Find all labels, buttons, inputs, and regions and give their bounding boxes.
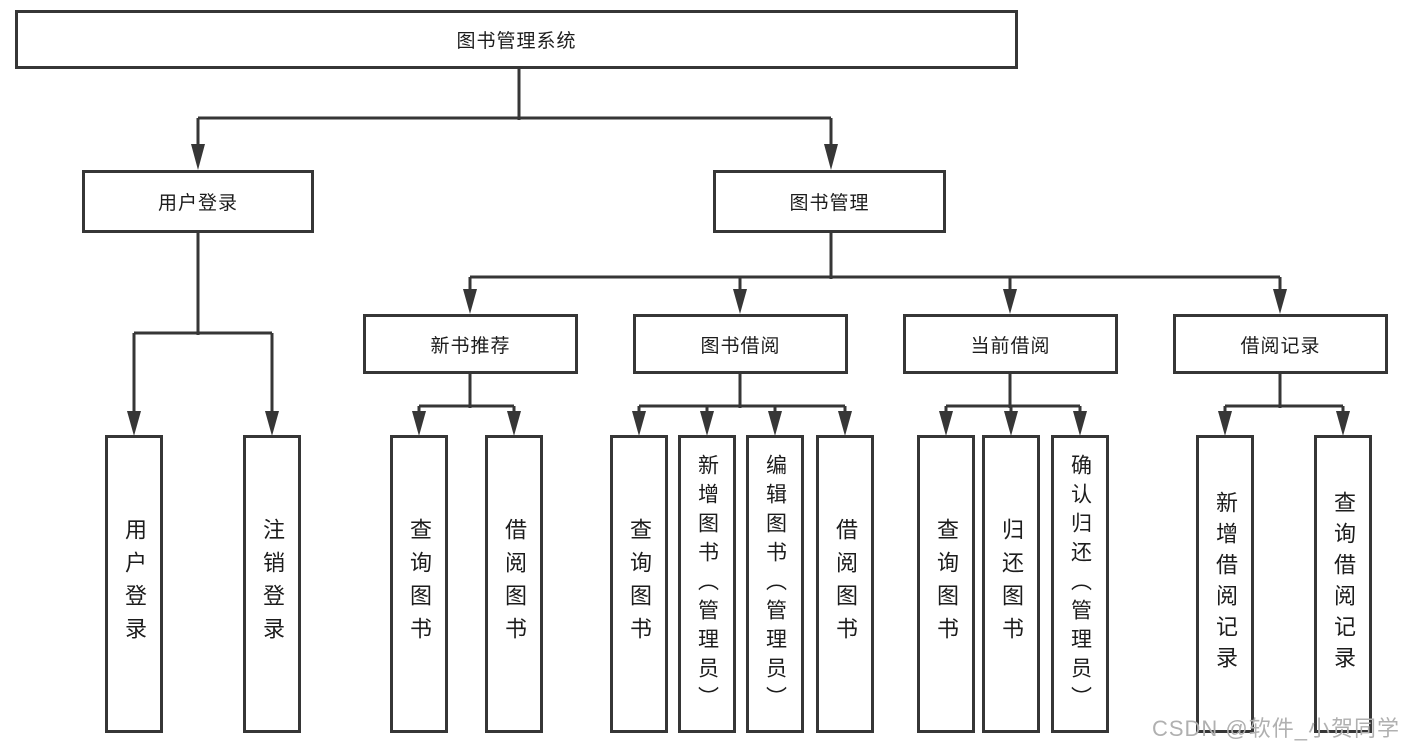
node-user-login: 用户登录 [82, 170, 314, 233]
leaf-add-books-admin: 新增图书（管理员） [678, 435, 736, 733]
leaf-borrowing-query-books: 查询图书 [610, 435, 668, 733]
node-borrowing-records: 借阅记录 [1173, 314, 1388, 374]
leaf-query-borrow-record: 查询借阅记录 [1314, 435, 1372, 733]
leaf-recommend-borrow-books: 借阅图书 [485, 435, 543, 733]
arrowhead-icons [127, 144, 1350, 436]
node-new-book-recommendation: 新书推荐 [363, 314, 578, 374]
leaf-current-query-books: 查询图书 [917, 435, 975, 733]
node-book-borrowing: 图书借阅 [633, 314, 848, 374]
node-root-system: 图书管理系统 [15, 10, 1018, 69]
node-current-borrowing: 当前借阅 [903, 314, 1118, 374]
node-book-management: 图书管理 [713, 170, 946, 233]
leaf-user-login: 用户登录 [105, 435, 163, 733]
leaf-return-books: 归还图书 [982, 435, 1040, 733]
leaf-recommend-query-books: 查询图书 [390, 435, 448, 733]
leaf-edit-books-admin: 编辑图书（管理员） [746, 435, 804, 733]
leaf-borrowing-borrow-books: 借阅图书 [816, 435, 874, 733]
csdn-watermark: CSDN @软件_小贺同学 [1151, 716, 1400, 741]
leaf-logout: 注销登录 [243, 435, 301, 733]
leaf-confirm-return-admin: 确认归还（管理员） [1051, 435, 1109, 733]
leaf-add-borrow-record: 新增借阅记录 [1196, 435, 1254, 733]
